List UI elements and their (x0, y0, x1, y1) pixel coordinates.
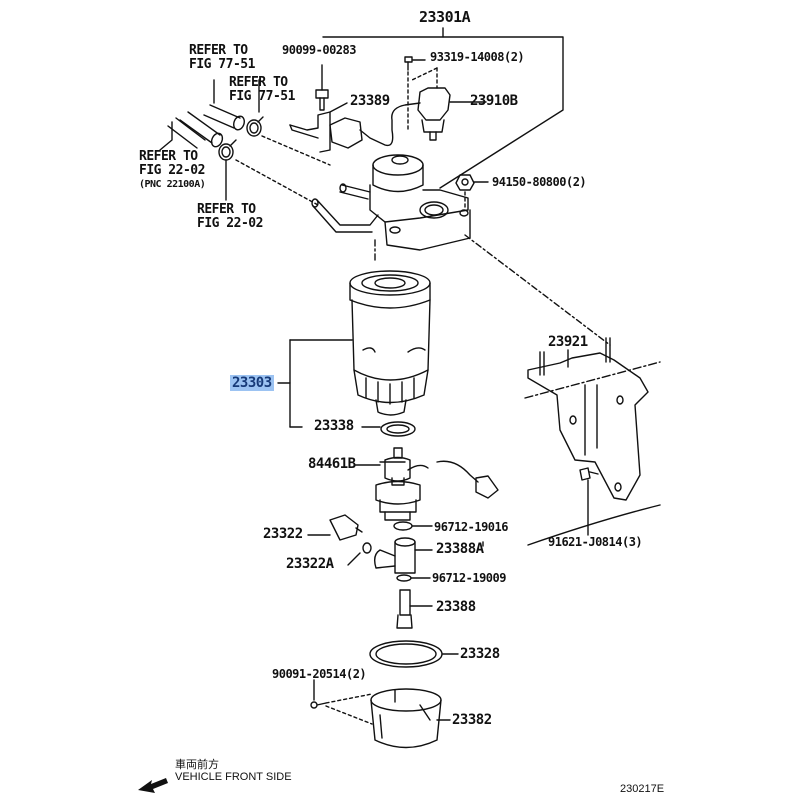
body-panel-curve (527, 504, 661, 546)
bolt-91621-j0814-icon (579, 467, 599, 536)
bracket-23921-icon (527, 337, 649, 501)
arrow-vehicle-front-icon (138, 778, 168, 793)
part-label-23301a[interactable]: 23301A (419, 8, 471, 26)
reference-line: FIG 77-51 (229, 89, 295, 104)
nut-94150-80800-icon (455, 174, 489, 211)
reference-fig-22-02-a[interactable]: REFER TO FIG 22-02 (PNC 22100A) (139, 149, 206, 192)
part-label-23388a[interactable]: 23388A (436, 541, 484, 557)
part-label-93319-14008[interactable]: 93319-14008(2) (430, 50, 525, 64)
part-label-96712-19009[interactable]: 96712-19009 (432, 571, 506, 585)
screw-93319-14008-icon (404, 56, 426, 71)
part-label-23338[interactable]: 23338 (314, 418, 354, 434)
reference-line: REFER TO (139, 149, 198, 164)
reference-line: REFER TO (189, 43, 248, 58)
sensor-23910b-icon (417, 87, 487, 141)
part-label-90091-20514[interactable]: 90091-20514(2) (272, 667, 367, 681)
o-ring-23322a-icon (347, 542, 372, 566)
hose-clamp-lower-icon (218, 139, 237, 201)
reference-line: FIG 77-51 (189, 57, 255, 72)
direction-note-japanese: 車両前方 (175, 759, 219, 771)
screw-90091-20514-icon (310, 679, 327, 709)
screw-dashed-guides-lower (325, 693, 373, 725)
part-label-23328[interactable]: 23328 (460, 646, 500, 662)
hose-clamp-upper-icon (246, 79, 264, 137)
filter-head-inlet-pipes-icon (311, 183, 379, 233)
bolt-23388-icon (396, 589, 433, 629)
body-panel-lines (524, 361, 661, 399)
reference-line: REFER TO (197, 202, 256, 217)
hose-dashed-guides (235, 135, 331, 206)
reference-line: REFER TO (229, 75, 288, 90)
bolt-90099-00283-icon (315, 64, 329, 111)
part-label-23303[interactable]: 23303 (230, 375, 274, 391)
figure-code: 230217E (620, 783, 665, 795)
connector-icon (329, 102, 421, 149)
fitting-23388a-icon (373, 537, 433, 574)
leader-lines (379, 461, 484, 547)
fuel-hose-mid-icon (179, 111, 224, 148)
reference-line: FIG 22-02 (139, 163, 205, 178)
reference-fig-77-51-b[interactable]: REFER TO FIG 77-51 (229, 76, 295, 104)
cover-23382-icon (370, 688, 451, 749)
part-label-84461b[interactable]: 84461B (308, 456, 356, 472)
o-ring-96712-19009-icon (396, 574, 431, 582)
fuel-hose-lower-icon (159, 117, 206, 151)
screw-dashed-guides (407, 67, 438, 131)
part-label-96712-19016[interactable]: 96712-19016 (434, 520, 508, 534)
part-label-91621-j0814[interactable]: 91621-J0814(3) (548, 535, 643, 549)
filter-head-body-icon (369, 154, 471, 251)
direction-note-english: VEHICLE FRONT SIDE (175, 771, 292, 783)
leader-23303 (277, 339, 353, 428)
reference-line: (PNC 22100A) (139, 179, 206, 190)
part-label-23388[interactable]: 23388 (436, 599, 476, 615)
part-label-23921[interactable]: 23921 (548, 334, 588, 350)
part-label-23382[interactable]: 23382 (452, 712, 492, 728)
part-label-23322[interactable]: 23322 (263, 526, 303, 542)
bracket-23389-icon (289, 102, 348, 153)
part-label-94150-80800[interactable]: 94150-80800(2) (492, 175, 587, 189)
valve-23322-icon (307, 514, 363, 541)
gasket-23328-icon (369, 640, 459, 668)
reference-fig-77-51-a[interactable]: REFER TO FIG 77-51 (189, 44, 255, 72)
part-label-23322a[interactable]: 23322A (286, 556, 334, 572)
priming-pump-84461b-icon (354, 447, 499, 521)
part-label-23910b[interactable]: 23910B (470, 93, 518, 109)
part-label-23389[interactable]: 23389 (350, 93, 390, 109)
fuel-hose-upper-icon (203, 79, 245, 131)
part-label-23303-highlight[interactable]: 23303 (230, 375, 274, 391)
leader-23301a (322, 27, 564, 189)
bracket-guide-dashed (374, 234, 611, 346)
part-label-90099-00283[interactable]: 90099-00283 (282, 43, 356, 57)
reference-line: FIG 22-02 (197, 216, 263, 231)
reference-fig-22-02-b[interactable]: REFER TO FIG 22-02 (197, 203, 263, 231)
o-ring-96712-19016-icon (393, 521, 433, 531)
gasket-23338-icon (361, 421, 416, 437)
fuel-filter-23303-icon (349, 270, 431, 416)
